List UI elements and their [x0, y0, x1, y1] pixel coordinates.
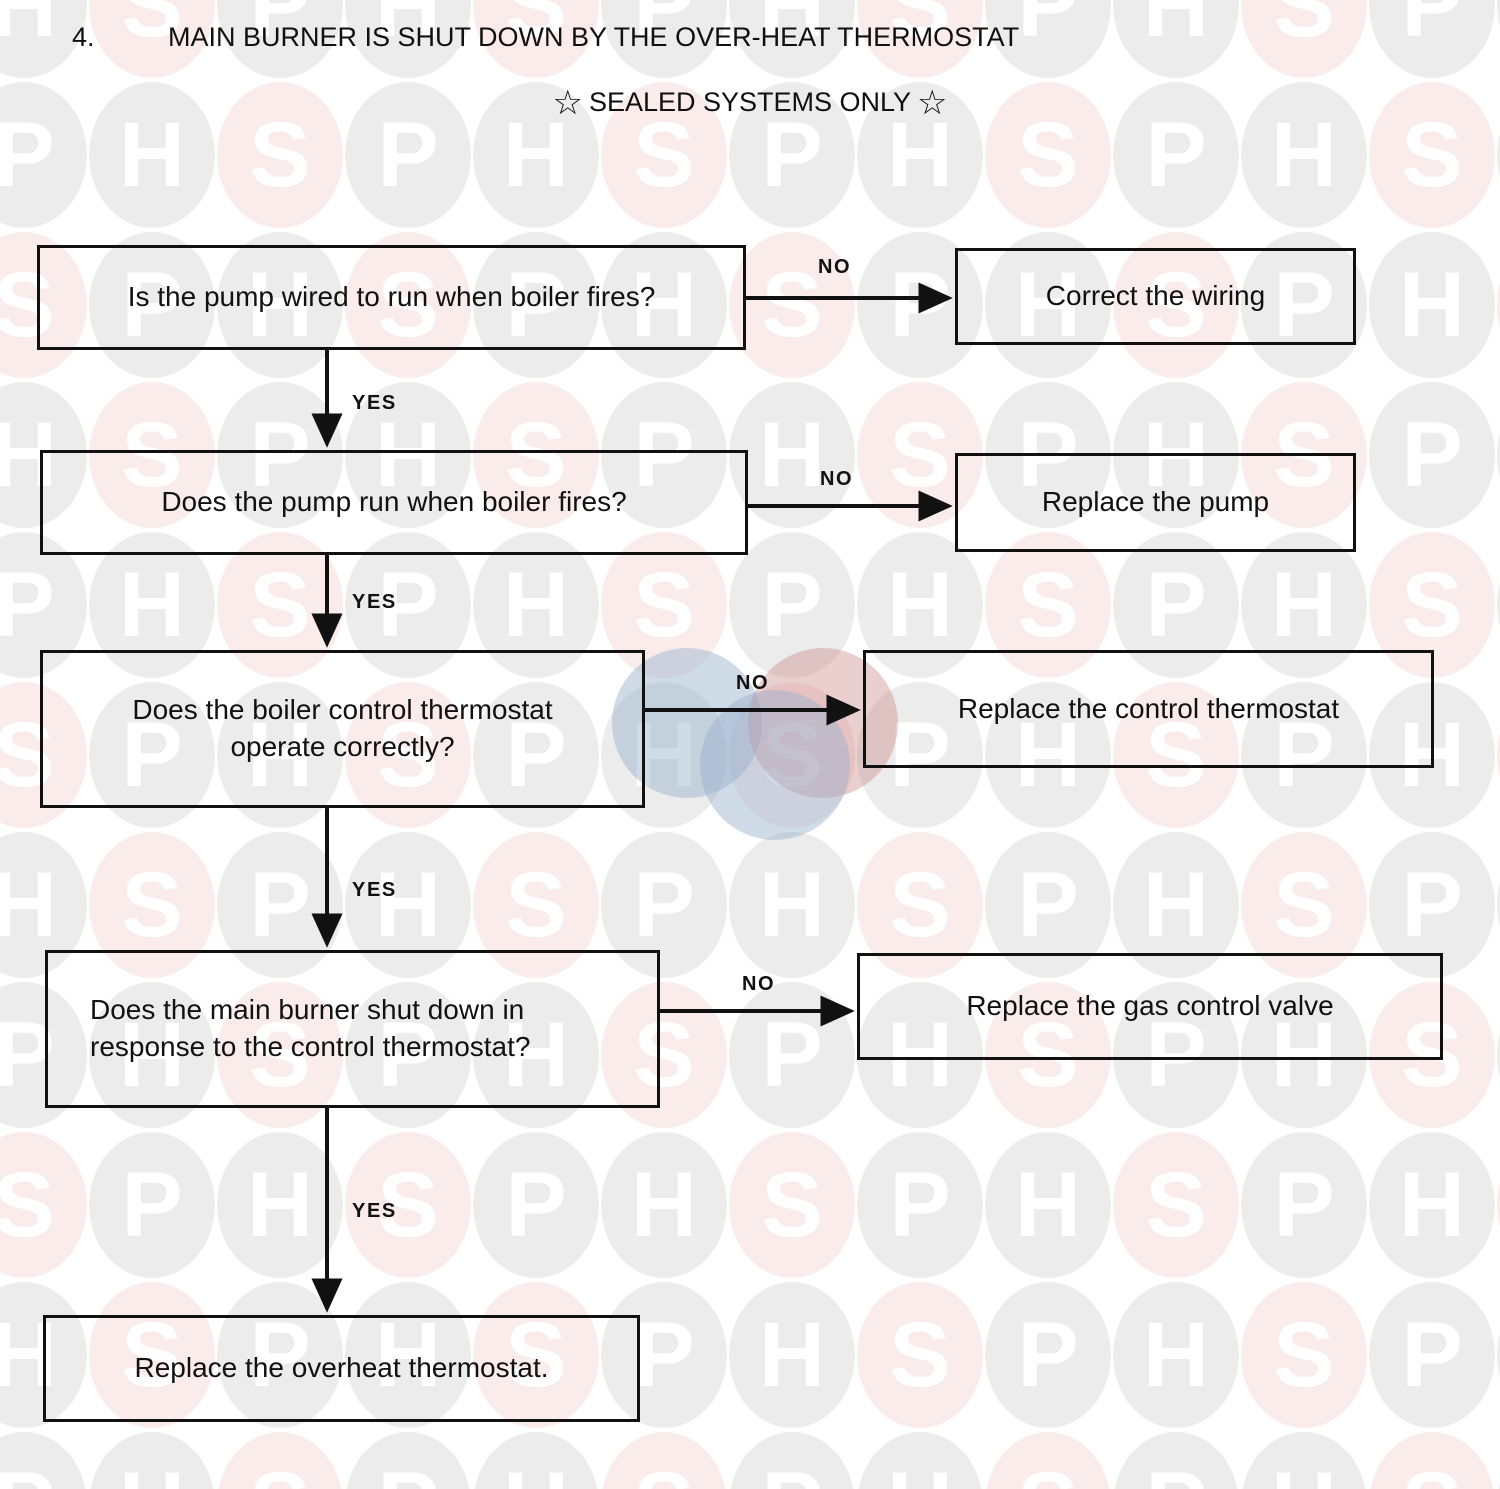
edge-label-q2-q3: YES — [352, 591, 397, 613]
edge-label-q3-a3: NO — [736, 672, 770, 694]
node-a2-text: Replace the pump — [1041, 486, 1270, 518]
node-a4-text: Replace the gas control valve — [966, 990, 1334, 1022]
edge-label-q2-a2: NO — [820, 468, 854, 490]
subtitle-text: SEALED SYSTEMS ONLY — [588, 87, 912, 117]
node-q4-line1: Does the main burner shut down in — [90, 994, 525, 1026]
node-q1-text: Is the pump wired to run when boiler fir… — [127, 281, 656, 313]
node-a4[interactable]: Replace the gas control valve — [857, 953, 1443, 1060]
node-a1[interactable]: Correct the wiring — [955, 248, 1356, 345]
node-a2[interactable]: Replace the pump — [955, 453, 1356, 552]
page-title: MAIN BURNER IS SHUT DOWN BY THE OVER-HEA… — [168, 22, 1020, 52]
node-q1[interactable]: Is the pump wired to run when boiler fir… — [37, 245, 746, 350]
edge-label-q4-a5: YES — [352, 1200, 397, 1222]
node-q2[interactable]: Does the pump run when boiler fires? — [40, 450, 748, 555]
node-a5[interactable]: Replace the overheat thermostat. — [43, 1315, 640, 1422]
section-number: 4. — [72, 22, 95, 52]
star-icon-right: ☆ — [917, 84, 948, 122]
edge-label-q4-a4: NO — [742, 973, 776, 995]
edge-label-q3-q4: YES — [352, 879, 397, 901]
star-icon-left: ☆ — [552, 84, 583, 122]
subtitle-line: ☆SEALED SYSTEMS ONLY☆ — [0, 86, 1500, 120]
node-a3-text: Replace the control thermostat — [957, 692, 1340, 724]
node-a3[interactable]: Replace the control thermostat — [863, 650, 1434, 768]
edge-label-q1-a1: NO — [818, 256, 852, 278]
node-a5-text: Replace the overheat thermostat. — [134, 1352, 549, 1384]
node-q3-line1: Does the boiler control thermostat — [132, 694, 553, 726]
edge-label-q1-q2: YES — [352, 392, 397, 414]
node-q4-line2: response to the control thermostat? — [90, 1031, 531, 1062]
title-line: 4. MAIN BURNER IS SHUT DOWN BY THE OVER-H… — [72, 22, 1019, 53]
node-q2-text: Does the pump run when boiler fires? — [161, 486, 627, 518]
node-a1-text: Correct the wiring — [1045, 280, 1266, 312]
node-q3[interactable]: Does the boiler control thermostat opera… — [40, 650, 645, 808]
node-q3-line2: operate correctly? — [230, 731, 455, 762]
node-q4[interactable]: Does the main burner shut down in respon… — [45, 950, 660, 1108]
